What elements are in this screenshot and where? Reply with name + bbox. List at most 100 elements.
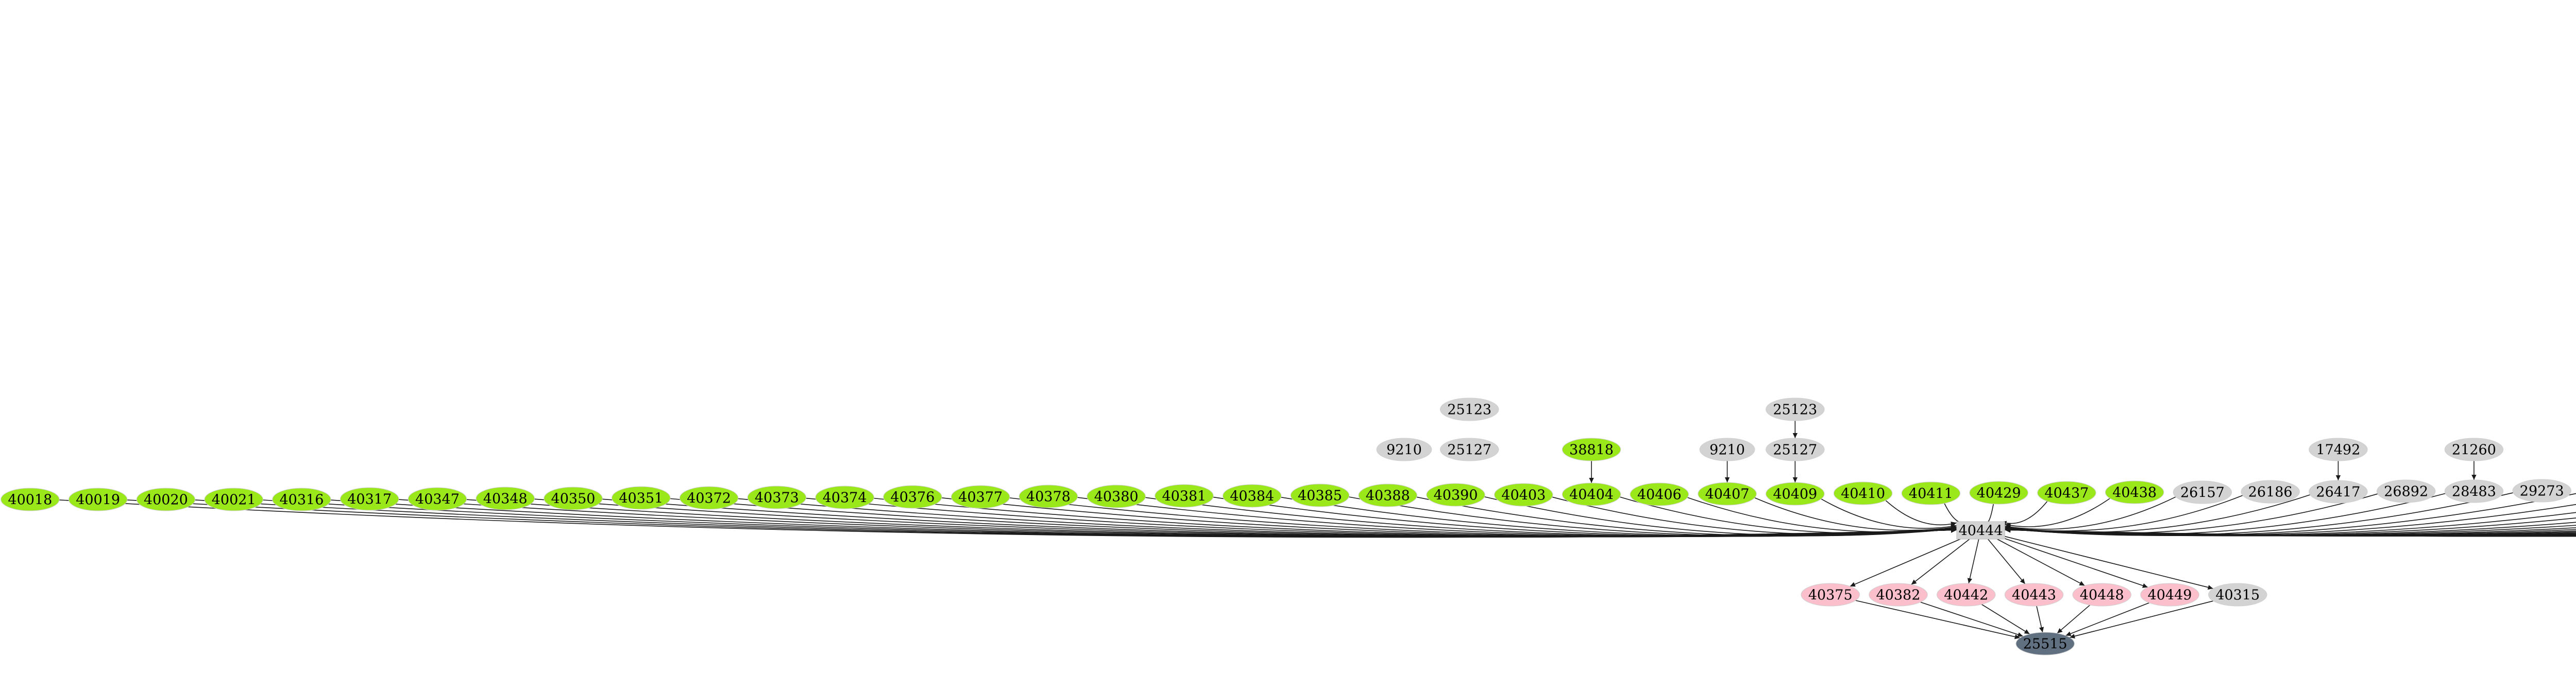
node-ellipse[interactable] bbox=[1766, 398, 1825, 421]
graph-node-40385[interactable]: 40385 bbox=[1290, 484, 1350, 507]
graph-node-40390[interactable]: 40390 bbox=[1426, 483, 1485, 507]
node-ellipse[interactable] bbox=[2208, 583, 2267, 607]
graph-node-40443[interactable]: 40443 bbox=[2004, 583, 2064, 607]
node-ellipse[interactable] bbox=[204, 488, 263, 511]
graph-node-40377[interactable]: 40377 bbox=[951, 485, 1010, 509]
graph-node-40384[interactable]: 40384 bbox=[1222, 484, 1282, 508]
graph-node-40350[interactable]: 40350 bbox=[544, 487, 603, 510]
graph-node-40317[interactable]: 40317 bbox=[340, 487, 399, 511]
node-ellipse[interactable] bbox=[951, 485, 1010, 509]
graph-node-40444[interactable]: 40444 bbox=[1956, 521, 2005, 540]
node-ellipse[interactable] bbox=[476, 487, 535, 510]
graph-node-29273[interactable]: 29273 bbox=[2512, 479, 2571, 503]
graph-node-40020[interactable]: 40020 bbox=[136, 488, 196, 511]
node-ellipse[interactable] bbox=[1222, 484, 1282, 508]
graph-node-9210[interactable]: 9210 bbox=[1699, 438, 1755, 461]
graph-node-40021[interactable]: 40021 bbox=[204, 488, 263, 511]
graph-node-40404[interactable]: 40404 bbox=[1562, 482, 1621, 506]
graph-node-26892[interactable]: 26892 bbox=[2377, 479, 2436, 503]
graph-node-40429[interactable]: 40429 bbox=[1969, 481, 2028, 505]
node-ellipse[interactable] bbox=[272, 488, 331, 511]
node-box[interactable] bbox=[1956, 521, 2005, 540]
node-ellipse[interactable] bbox=[1969, 481, 2028, 505]
graph-node-40316[interactable]: 40316 bbox=[272, 488, 331, 511]
node-ellipse[interactable] bbox=[68, 488, 128, 511]
node-ellipse[interactable] bbox=[747, 486, 807, 509]
node-ellipse[interactable] bbox=[1698, 482, 1757, 506]
graph-node-40376[interactable]: 40376 bbox=[883, 485, 942, 509]
node-ellipse[interactable] bbox=[2241, 480, 2300, 504]
graph-node-40411[interactable]: 40411 bbox=[1901, 481, 1961, 505]
graph-node-40442[interactable]: 40442 bbox=[1937, 583, 1996, 607]
node-ellipse[interactable] bbox=[1699, 438, 1755, 461]
graph-node-26157[interactable]: 26157 bbox=[2173, 480, 2232, 504]
graph-node-40315[interactable]: 40315 bbox=[2208, 583, 2267, 607]
node-ellipse[interactable] bbox=[2173, 480, 2232, 504]
node-ellipse[interactable] bbox=[1087, 485, 1146, 508]
graph-node-25123[interactable]: 25123 bbox=[1766, 398, 1825, 421]
graph-node-25123[interactable]: 25123 bbox=[1439, 398, 1499, 421]
graph-node-40372[interactable]: 40372 bbox=[679, 486, 739, 510]
graph-node-40438[interactable]: 40438 bbox=[2105, 480, 2164, 504]
node-ellipse[interactable] bbox=[1937, 583, 1996, 607]
node-ellipse[interactable] bbox=[612, 486, 671, 510]
node-ellipse[interactable] bbox=[2309, 480, 2368, 504]
graph-node-26417[interactable]: 26417 bbox=[2309, 480, 2368, 504]
node-ellipse[interactable] bbox=[136, 488, 196, 511]
node-ellipse[interactable] bbox=[1562, 482, 1621, 506]
node-ellipse[interactable] bbox=[1426, 483, 1485, 507]
node-ellipse[interactable] bbox=[1, 488, 60, 511]
graph-node-40380[interactable]: 40380 bbox=[1087, 485, 1146, 508]
graph-node-40407[interactable]: 40407 bbox=[1698, 482, 1757, 506]
graph-node-40378[interactable]: 40378 bbox=[1019, 485, 1078, 508]
graph-node-40406[interactable]: 40406 bbox=[1630, 482, 1689, 506]
graph-node-17492[interactable]: 17492 bbox=[2309, 438, 2368, 461]
node-ellipse[interactable] bbox=[340, 487, 399, 511]
node-ellipse[interactable] bbox=[1801, 583, 1860, 607]
node-ellipse[interactable] bbox=[1155, 484, 1214, 508]
node-ellipse[interactable] bbox=[1019, 485, 1078, 508]
node-ellipse[interactable] bbox=[2444, 438, 2504, 461]
graph-node-40374[interactable]: 40374 bbox=[815, 486, 874, 509]
node-ellipse[interactable] bbox=[2015, 632, 2075, 655]
node-ellipse[interactable] bbox=[679, 486, 739, 510]
node-ellipse[interactable] bbox=[1358, 484, 1417, 507]
graph-node-40382[interactable]: 40382 bbox=[1869, 583, 1928, 607]
node-ellipse[interactable] bbox=[2105, 480, 2164, 504]
node-ellipse[interactable] bbox=[815, 486, 874, 509]
node-ellipse[interactable] bbox=[1494, 483, 1553, 507]
node-ellipse[interactable] bbox=[1439, 398, 1499, 421]
node-ellipse[interactable] bbox=[2004, 583, 2064, 607]
node-ellipse[interactable] bbox=[1901, 481, 1961, 505]
node-ellipse[interactable] bbox=[1439, 438, 1499, 461]
graph-node-40448[interactable]: 40448 bbox=[2072, 583, 2131, 607]
graph-node-40347[interactable]: 40347 bbox=[408, 487, 467, 511]
graph-node-40449[interactable]: 40449 bbox=[2140, 583, 2199, 607]
node-ellipse[interactable] bbox=[2377, 479, 2436, 503]
node-ellipse[interactable] bbox=[1766, 438, 1825, 461]
graph-node-40409[interactable]: 40409 bbox=[1766, 482, 1825, 506]
graph-node-40019[interactable]: 40019 bbox=[68, 488, 128, 511]
graph-node-25127[interactable]: 25127 bbox=[1439, 438, 1499, 461]
graph-node-40373[interactable]: 40373 bbox=[747, 486, 807, 509]
graph-node-40018[interactable]: 40018 bbox=[1, 488, 60, 511]
node-ellipse[interactable] bbox=[2072, 583, 2131, 607]
graph-node-21260[interactable]: 21260 bbox=[2444, 438, 2504, 461]
graph-node-40410[interactable]: 40410 bbox=[1833, 481, 1893, 505]
node-ellipse[interactable] bbox=[1562, 438, 1621, 461]
graph-node-40403[interactable]: 40403 bbox=[1494, 483, 1553, 507]
graph-node-40388[interactable]: 40388 bbox=[1358, 484, 1417, 507]
graph-node-40375[interactable]: 40375 bbox=[1801, 583, 1860, 607]
graph-node-26186[interactable]: 26186 bbox=[2241, 480, 2300, 504]
node-ellipse[interactable] bbox=[2037, 481, 2096, 505]
node-ellipse[interactable] bbox=[1290, 484, 1350, 507]
node-ellipse[interactable] bbox=[408, 487, 467, 511]
node-ellipse[interactable] bbox=[2140, 583, 2199, 607]
node-ellipse[interactable] bbox=[2444, 479, 2504, 503]
graph-node-38818[interactable]: 38818 bbox=[1562, 438, 1621, 461]
graph-node-40351[interactable]: 40351 bbox=[612, 486, 671, 510]
node-ellipse[interactable] bbox=[2309, 438, 2368, 461]
graph-node-40437[interactable]: 40437 bbox=[2037, 481, 2096, 505]
node-ellipse[interactable] bbox=[883, 485, 942, 509]
node-ellipse[interactable] bbox=[1833, 481, 1893, 505]
